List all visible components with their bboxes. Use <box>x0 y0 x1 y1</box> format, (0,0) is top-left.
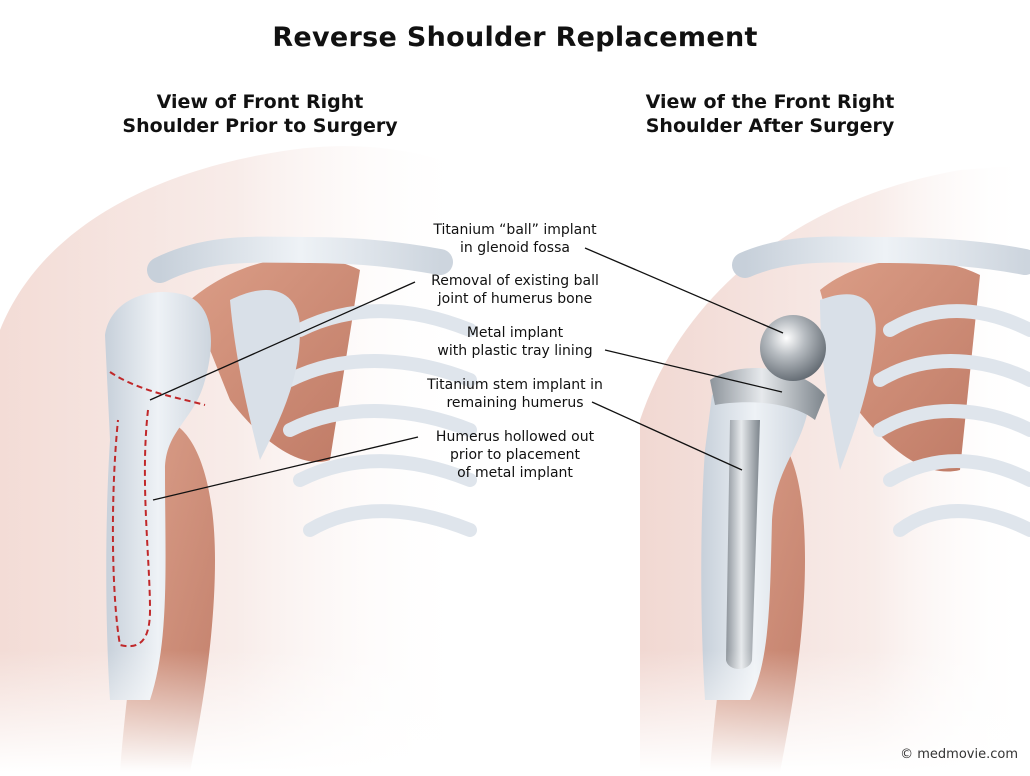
leader-line-metal-implant <box>604 349 783 393</box>
right-scapula <box>820 294 876 470</box>
leader-line-ball-implant <box>584 247 784 334</box>
callout-text: remaining humerus <box>446 395 584 411</box>
left-view-label: View of Front Right Shoulder Prior to Su… <box>80 90 440 138</box>
left-shoulder-figure <box>0 146 477 772</box>
callout-text: in glenoid fossa <box>460 240 570 256</box>
left-cut-line <box>109 371 206 648</box>
right-clavicle <box>732 236 1030 278</box>
callout-text: Titanium stem implant in <box>427 377 603 393</box>
callout-text: of metal implant <box>457 465 573 481</box>
right-shoulder-figure <box>640 165 1030 772</box>
callout-ball-implant: Titanium “ball” implant in glenoid fossa <box>405 221 625 257</box>
leader-line-removal <box>149 281 416 401</box>
right-bottom-fade <box>640 650 1030 772</box>
left-clavicle <box>147 236 453 283</box>
copyright-notice: © medmovie.com <box>900 747 1018 762</box>
right-titanium-stem <box>726 420 760 669</box>
right-view-label-line1: View of the Front Right <box>645 91 895 113</box>
left-bottom-fade <box>0 650 470 772</box>
callout-text: joint of humerus bone <box>437 291 593 307</box>
callout-humerus-hollowed: Humerus hollowed out prior to placement … <box>405 428 625 482</box>
leader-line-stem-implant <box>591 401 743 471</box>
callout-metal-implant: Metal implant with plastic tray lining <box>405 324 625 360</box>
right-view-label: View of the Front Right Shoulder After S… <box>590 90 950 138</box>
callout-text: Removal of existing ball <box>431 273 599 289</box>
left-humerus <box>105 291 211 700</box>
left-ribcage <box>283 304 477 537</box>
leader-line-hollowed <box>152 436 419 501</box>
callout-text: with plastic tray lining <box>437 343 593 359</box>
callout-removal-ball-joint: Removal of existing ball joint of humeru… <box>405 272 625 308</box>
right-metal-tray <box>710 368 825 420</box>
left-view-label-line2: Shoulder Prior to Surgery <box>122 115 398 137</box>
diagram-title: Reverse Shoulder Replacement <box>272 22 758 53</box>
callout-text: prior to placement <box>449 447 581 463</box>
callout-text: Metal implant <box>466 325 564 341</box>
callout-text: Titanium “ball” implant <box>433 222 597 238</box>
leader-lines <box>149 247 784 501</box>
right-titanium-ball <box>760 315 826 381</box>
callout-stem-implant: Titanium stem implant in remaining humer… <box>405 376 625 412</box>
right-view-label-line2: Shoulder After Surgery <box>645 115 895 137</box>
left-scapula <box>230 290 300 460</box>
callout-text: Humerus hollowed out <box>435 429 595 445</box>
right-ribcage <box>873 304 1030 537</box>
left-view-label-line1: View of Front Right <box>156 91 364 113</box>
